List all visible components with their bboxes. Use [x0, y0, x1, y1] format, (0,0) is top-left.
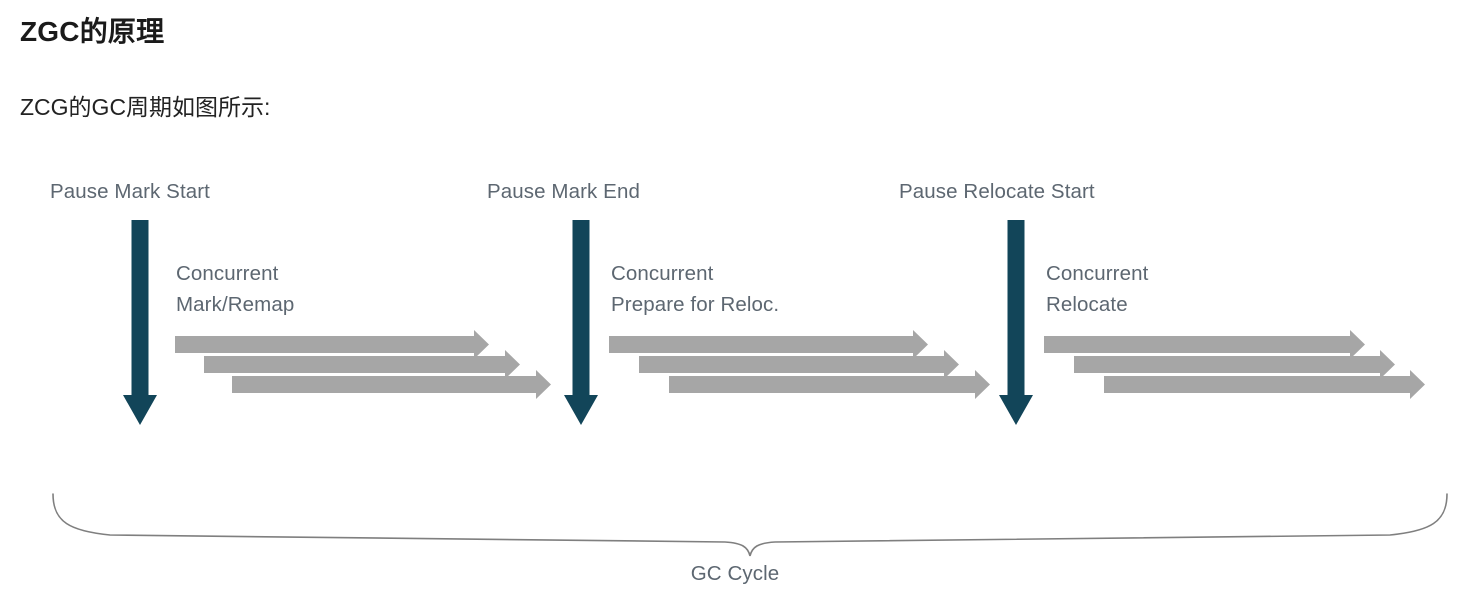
gc-cycle-label: GC Cycle	[690, 562, 780, 585]
concurrent-arrows-relocate	[1044, 330, 1425, 399]
concurrent-arrow-thread-3	[1104, 370, 1425, 399]
phase-label-line1: Concurrent	[611, 262, 714, 285]
concurrent-arrows-mark-remap	[175, 330, 551, 399]
pause-label-mark-start: Pause Mark Start	[50, 180, 210, 203]
concurrent-arrow-thread-2	[204, 350, 520, 379]
pause-arrow-mark-end	[564, 220, 598, 425]
pause-arrow-relocate-start	[999, 220, 1033, 425]
pause-label-mark-end: Pause Mark End	[487, 180, 640, 203]
concurrent-arrow-thread-3	[669, 370, 990, 399]
pause-arrow-mark-start	[123, 220, 157, 425]
concurrent-arrow-thread-2	[1074, 350, 1395, 379]
concurrent-arrow-thread-1	[175, 330, 489, 359]
gc-cycle-diagram: Pause Mark Start Pause Mark End Pause Re…	[0, 150, 1470, 608]
gc-diagram-graphics	[52, 220, 1448, 557]
phase-label-line1: Concurrent	[1046, 262, 1149, 285]
concurrent-arrow-thread-2	[639, 350, 959, 379]
gc-cycle-brace	[52, 493, 1448, 557]
phase-label-prepare-reloc: Concurrent Prepare for Reloc.	[611, 258, 779, 320]
concurrent-arrow-thread-1	[609, 330, 928, 359]
phase-label-line2: Mark/Remap	[176, 293, 295, 316]
phase-label-line2: Prepare for Reloc.	[611, 293, 780, 316]
pause-label-relocate-start: Pause Relocate Start	[899, 180, 1095, 203]
phase-label-line1: Concurrent	[176, 262, 279, 285]
phase-label-mark-remap: Concurrent Mark/Remap	[176, 258, 294, 320]
concurrent-arrow-thread-3	[232, 370, 551, 399]
phase-label-line2: Relocate	[1046, 293, 1128, 316]
concurrent-arrows-prepare-reloc	[609, 330, 990, 399]
page-title: ZGC的原理	[20, 16, 165, 47]
concurrent-arrow-thread-1	[1044, 330, 1365, 359]
phase-label-relocate: Concurrent Relocate	[1046, 258, 1148, 320]
page-subtitle: ZCG的GC周期如图所示:	[20, 94, 271, 120]
